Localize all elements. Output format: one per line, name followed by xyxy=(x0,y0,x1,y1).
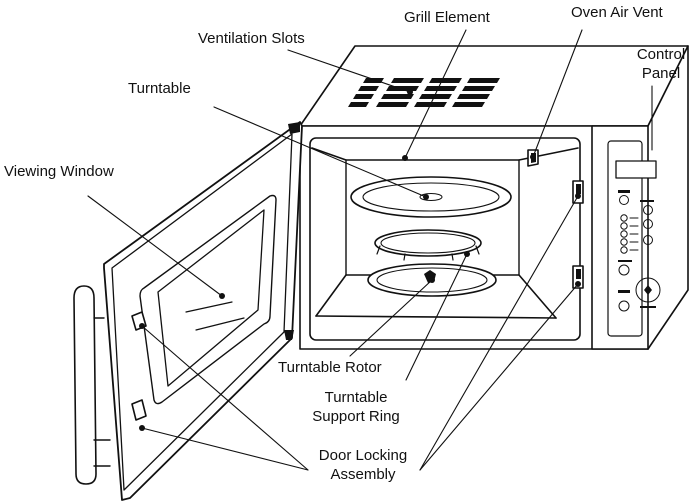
label-door-locking-line1: Door Locking xyxy=(318,447,408,464)
dot-support-ring xyxy=(464,251,470,257)
label-support-ring-line1: Turntable xyxy=(324,389,388,406)
ventilation-slots xyxy=(348,78,500,107)
leader-dots xyxy=(139,89,581,431)
dot-door-lock-3 xyxy=(575,193,581,199)
latch-receiver-lower xyxy=(572,265,584,289)
latch-receiver-upper xyxy=(572,180,584,204)
oven-cavity xyxy=(309,137,581,341)
label-ventilation-slots: Ventilation Slots xyxy=(198,30,305,47)
label-support-ring-line2: Support Ring xyxy=(312,408,400,425)
label-control-panel: Control Panel xyxy=(632,45,690,83)
door-window-frame xyxy=(139,194,277,405)
door-inner-edge xyxy=(111,133,293,491)
cavity-edge-tl xyxy=(311,147,347,161)
control-panel-details xyxy=(615,160,661,312)
label-control-panel-line1: Control xyxy=(636,46,686,63)
leader-lines xyxy=(87,29,653,471)
door-latch-hook-lower xyxy=(131,399,147,421)
leader-oven-air-vent xyxy=(532,29,583,158)
label-turntable-rotor: Turntable Rotor xyxy=(278,359,382,376)
dot-door-lock-4 xyxy=(575,281,581,287)
turntable xyxy=(350,176,512,218)
leader-viewing-window xyxy=(87,195,223,297)
dot-door-lock-2 xyxy=(139,425,145,431)
label-door-locking-line2: Assembly xyxy=(330,466,396,483)
door-outer xyxy=(103,121,303,501)
window-glare-2 xyxy=(195,317,245,331)
leader-support-ring xyxy=(405,253,468,381)
dot-grill-element xyxy=(402,155,408,161)
cavity-opening xyxy=(309,137,581,341)
leader-door-lock-2 xyxy=(141,427,309,471)
leader-door-lock-1 xyxy=(141,325,309,471)
label-oven-air-vent: Oven Air Vent xyxy=(571,4,663,21)
dot-viewing-window xyxy=(219,293,225,299)
door-handle xyxy=(73,285,111,485)
cavity-edge-br xyxy=(518,274,557,319)
label-control-panel-line2: Panel xyxy=(641,65,681,82)
window-glare-1 xyxy=(185,301,233,313)
leader-ventilation-slots xyxy=(287,49,411,93)
dot-oven-air-vent xyxy=(530,154,536,160)
label-door-locking-assembly: Door Locking Assembly xyxy=(310,446,416,484)
label-grill-element: Grill Element xyxy=(404,9,490,26)
dot-turntable xyxy=(423,194,429,200)
label-viewing-window: Viewing Window xyxy=(4,163,114,180)
display-window xyxy=(615,160,657,179)
door xyxy=(103,121,303,501)
door-window xyxy=(157,209,265,387)
dot-door-lock-1 xyxy=(139,323,145,329)
cavity-edge-bl xyxy=(315,274,347,317)
leader-door-lock-3 xyxy=(419,195,579,471)
turntable-support-ring xyxy=(374,229,482,261)
label-turntable: Turntable xyxy=(128,80,191,97)
leader-door-lock-4 xyxy=(419,283,579,471)
leader-grill-element xyxy=(404,29,467,159)
leader-turntable-rotor xyxy=(349,279,433,357)
leader-turntable xyxy=(213,106,427,198)
dot-ventilation-slots xyxy=(407,89,413,95)
dot-turntable-rotor xyxy=(429,277,435,283)
cabinet-side xyxy=(647,45,689,350)
label-turntable-support-ring: Turntable Support Ring xyxy=(300,388,412,426)
